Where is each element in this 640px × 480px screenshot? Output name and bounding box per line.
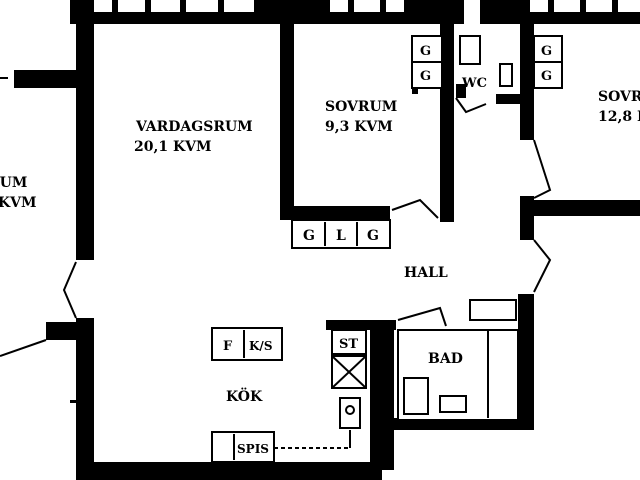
kitchen-st — [331, 329, 367, 355]
room-area-vardagsrum: 20,1 KVM — [134, 139, 212, 155]
wall-sovrum1-right — [440, 20, 454, 222]
kitchen-st-label: ST — [339, 337, 358, 352]
room-name-left: RUM — [0, 175, 27, 191]
wall-right-stub — [534, 200, 640, 216]
room-name-vardagsrum: VARDAGSRUM — [135, 119, 253, 135]
kitchen-ks-label: K/S — [249, 339, 272, 353]
wardrobe-hall — [291, 219, 391, 249]
wardrobe-wc-left-g1: G — [420, 44, 431, 59]
door-bad — [397, 306, 447, 327]
room-area-sovrum2: 12,8 KVM — [598, 109, 640, 125]
fixtures — [211, 35, 563, 463]
room-name-sovrum2: SOVRUM — [598, 89, 640, 105]
wall-top-a — [94, 12, 254, 24]
door-left-room — [62, 261, 77, 319]
wall-left-lower — [76, 318, 94, 468]
walls — [14, 0, 640, 480]
room-name-hall: HALL — [404, 265, 448, 281]
wc-cistern — [459, 35, 481, 65]
room-name-sovrum1: SOVRUM — [325, 99, 397, 115]
fridge-box — [211, 327, 283, 361]
room-name-wc: WC — [461, 76, 487, 91]
wall-bad-left — [370, 320, 394, 470]
door-sovrum2 — [533, 139, 552, 199]
wall-top-c — [330, 12, 406, 24]
wardrobe-hall-l: L — [336, 228, 346, 244]
hall-shelf — [469, 299, 517, 321]
wardrobe-hall-g2: G — [367, 228, 379, 244]
wall-kitchen-top — [326, 320, 396, 330]
doors — [0, 77, 552, 357]
door-hall-right — [533, 239, 552, 293]
kitchen-spis-label: SPIS — [237, 442, 269, 456]
wall-top-d — [404, 0, 464, 24]
room-name-kok: KÖK — [226, 386, 263, 405]
wall-top-f — [530, 12, 640, 24]
wall-sovrum1-left — [280, 20, 294, 220]
room-area-left: KVM — [0, 195, 37, 211]
wall-bottom — [76, 462, 382, 480]
room-area-sovrum1: 9,3 KVM — [325, 119, 393, 135]
wall-sovrum2-left — [520, 20, 534, 140]
wardrobe-hall-g1: G — [303, 228, 315, 244]
bath-shower — [439, 395, 467, 413]
wardrobe-wc-left-g2: G — [420, 69, 431, 84]
wall-left-upper — [76, 20, 94, 260]
wc-bowl — [499, 63, 513, 87]
wall-bad-right — [518, 294, 534, 430]
wardrobe-wc-right-g1: G — [541, 44, 552, 59]
room-name-bad: BAD — [428, 351, 463, 367]
door-wc — [455, 97, 487, 114]
labels: VARDAGSRUM 20,1 KVM SOVRUM 9,3 KVM SOVRU… — [0, 44, 640, 456]
door-sovrum1 — [391, 198, 439, 219]
kitchen-f-label: F — [223, 339, 233, 354]
bath-washbasin — [403, 377, 429, 415]
wardrobe-wc-right-g2: G — [541, 69, 552, 84]
